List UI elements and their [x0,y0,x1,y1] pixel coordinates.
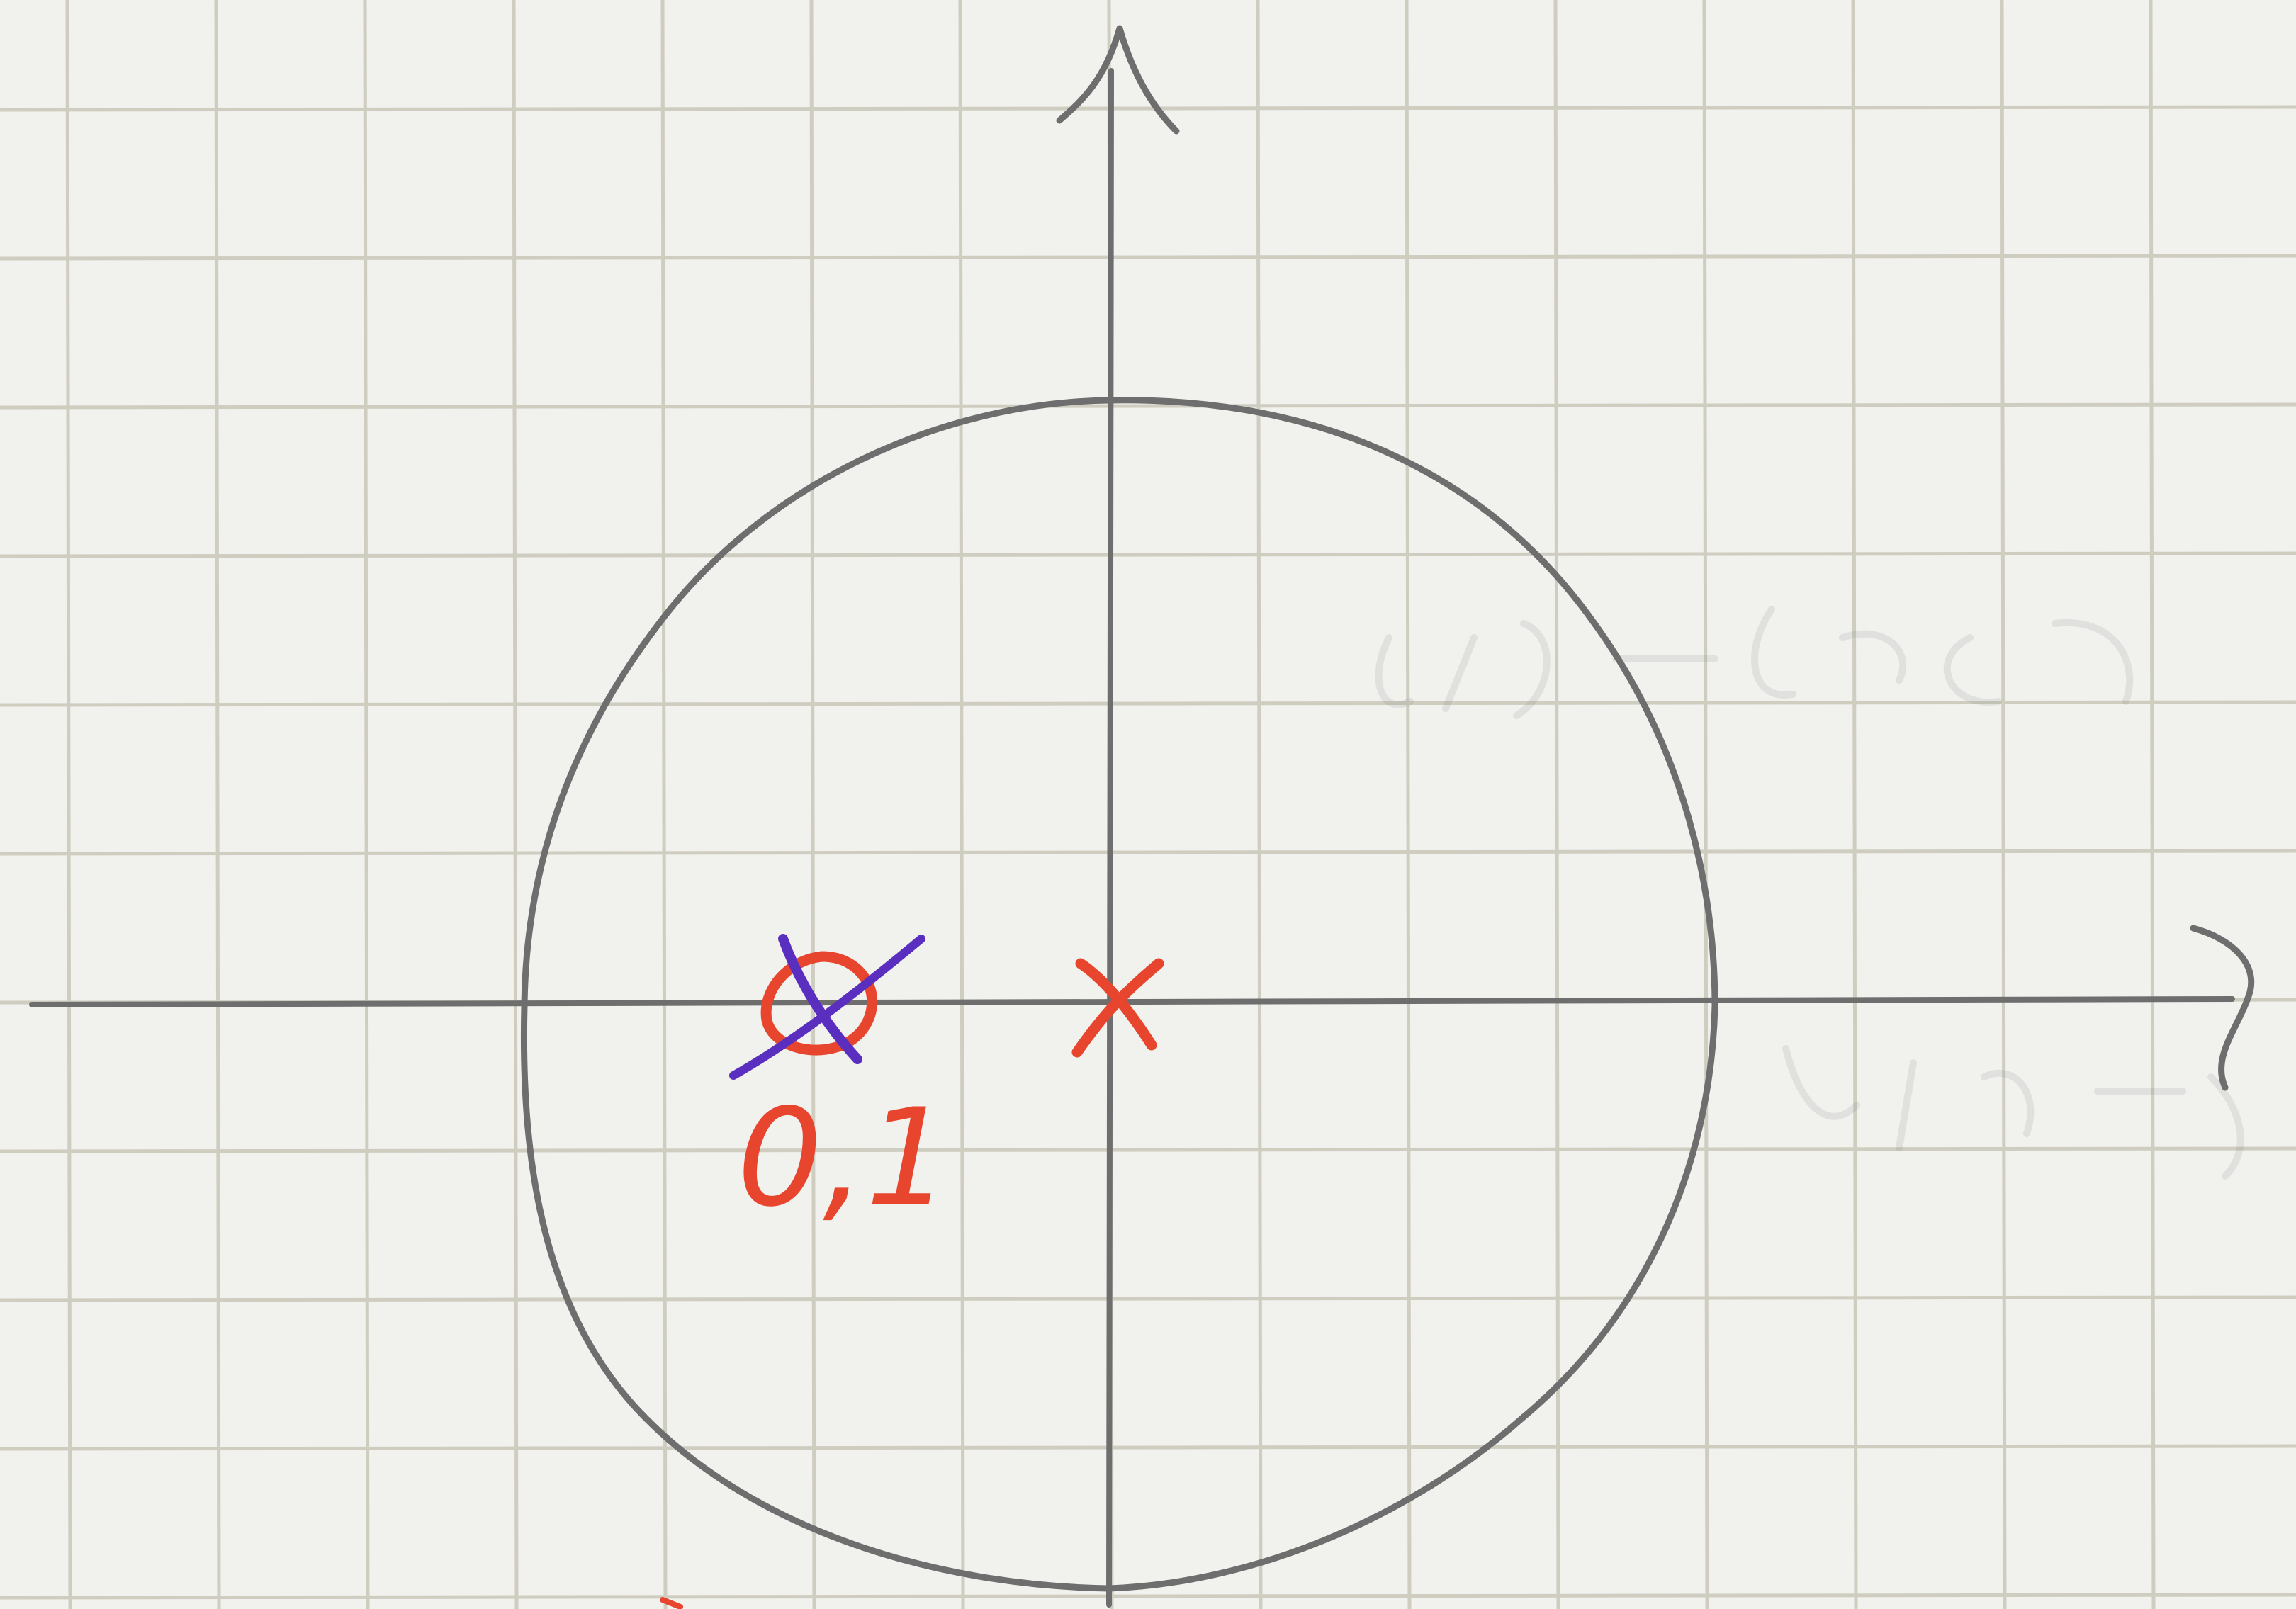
imaginary-axis-arrowhead [1056,25,1180,135]
bleed-through-marks [1375,606,2244,1180]
grid-line-horizontal [0,1146,2296,1153]
grid-line-horizontal [0,1593,2296,1600]
grid-line-vertical [363,0,370,1609]
grid-line-vertical [809,0,816,1609]
real-axis [29,996,2235,1007]
grid-line-vertical [214,0,221,1609]
grid-line-vertical [2149,0,2156,1609]
cancellation-strike-icon [729,934,925,1080]
grid-line-horizontal [0,849,2296,856]
grid-line-horizontal [0,1295,2296,1302]
grid-line-vertical [660,0,668,1609]
grid-line-vertical [65,0,72,1609]
grid-line-vertical [1702,0,1709,1609]
grid-line-horizontal [0,105,2296,112]
red-speck [660,1597,683,1609]
zero-value-label: 0,1 [737,1080,951,1236]
grid-line-vertical [512,0,519,1609]
grid-line-vertical [1553,0,1560,1609]
imaginary-axis [1106,68,1114,1608]
pole-marker-icon [1071,958,1164,1058]
grid-line-vertical [1405,0,1412,1609]
grid-line-vertical [2000,0,2007,1609]
grid-line-horizontal [0,402,2296,410]
grid-line-horizontal [0,254,2296,261]
grid-line-horizontal [0,1444,2296,1451]
grid-line-horizontal [0,700,2296,707]
zero-marker-icon [760,951,878,1056]
grid-line-vertical [1851,0,1858,1609]
real-axis-arrowhead [2190,925,2255,1091]
grid-line-horizontal [0,551,2296,558]
grid-line-vertical [1256,0,1263,1609]
grid-line-vertical [958,0,965,1609]
